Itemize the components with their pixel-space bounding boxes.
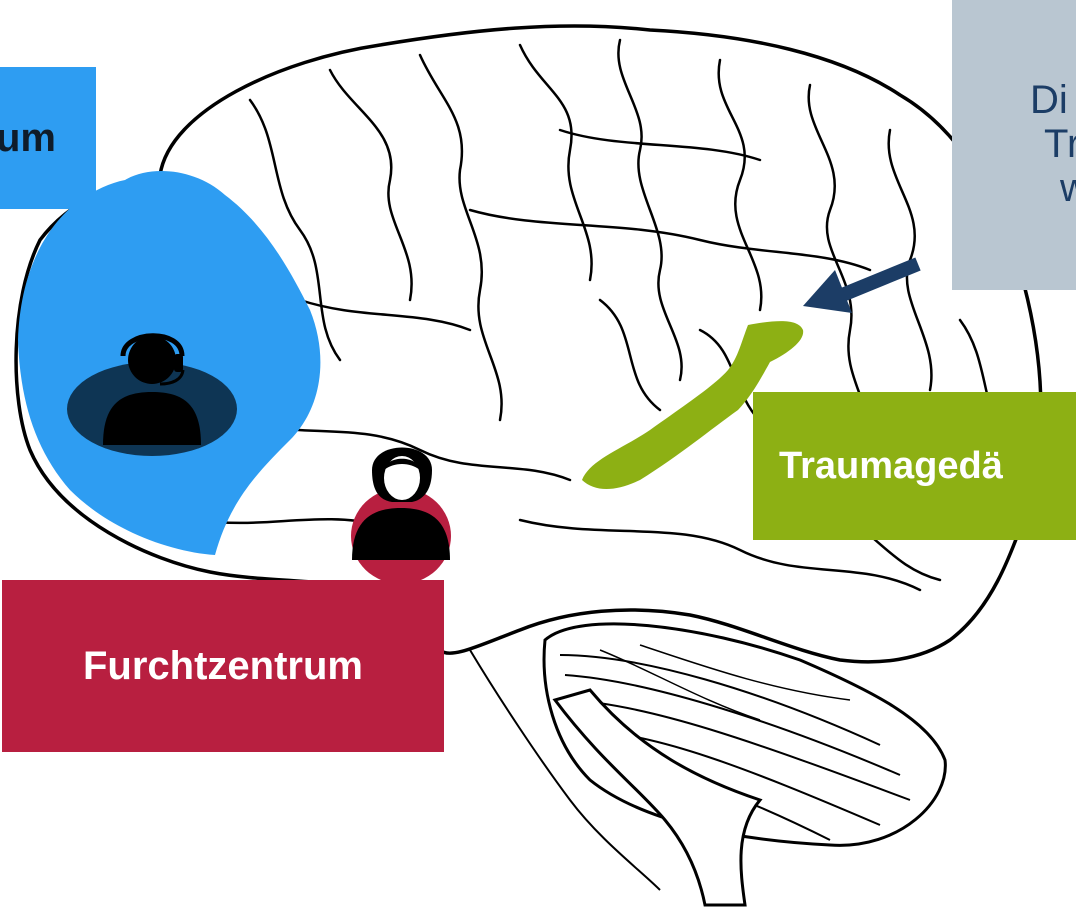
trauma-memory-label: Traumagedä [753, 392, 1076, 540]
top-left-label-text: um [0, 116, 56, 161]
top-right-label: Di Tr w [952, 0, 1076, 290]
fear-center-label: Furchtzentrum [2, 580, 444, 752]
top-right-label-line-1: Di [1030, 78, 1076, 122]
trauma-memory-label-text: Traumagedä [779, 445, 1003, 488]
top-left-label: um [0, 67, 96, 209]
fear-center-label-text: Furchtzentrum [83, 644, 363, 689]
top-right-label-line-3: w [1030, 166, 1076, 210]
top-right-label-line-2: Tr [1030, 122, 1076, 166]
